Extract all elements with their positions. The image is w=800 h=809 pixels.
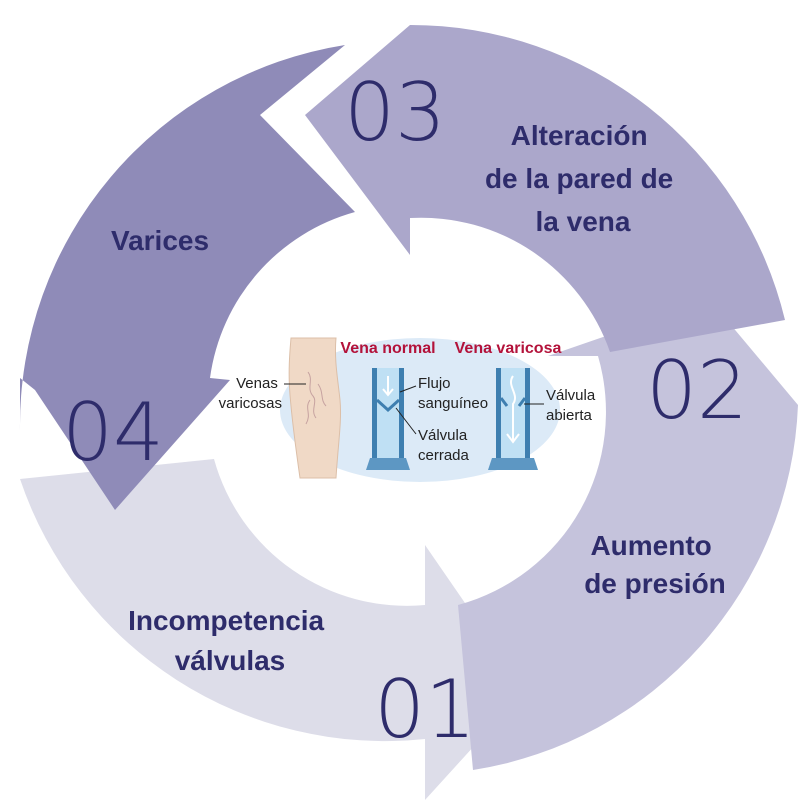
step-number-04: 04 [62, 386, 164, 479]
title-varicose-vein: Vena varicosa [455, 340, 562, 357]
closed-valve-line-2: cerrada [418, 447, 470, 464]
normal-vein-image [366, 368, 410, 470]
blood-flow-line-1: Flujo [418, 375, 451, 392]
step-label-04: Varices [111, 225, 209, 256]
step-number-01: 01 [374, 663, 476, 756]
varicose-vein-lines [305, 371, 327, 425]
leg-image [288, 337, 342, 479]
cycle-segment-01 [20, 459, 525, 800]
step-number-02: 02 [646, 344, 748, 437]
step-label-01-line-1: Incompetencia [128, 605, 324, 636]
illustration-background [280, 338, 560, 482]
illustration-label-closed-valve: Válvula cerrada [418, 427, 471, 464]
step-label-03-line-2: de la pared de [485, 163, 673, 194]
varicose-veins-line-1: Venas [236, 375, 278, 392]
cycle-segment-03 [305, 24, 785, 353]
step-label-02-line-1: Aumento [590, 530, 711, 561]
step-label-01-line-2: válvulas [175, 645, 286, 676]
blood-flow-line-2: sanguíneo [418, 395, 488, 412]
illustration-label-varicose-veins: Venas varicosas [219, 375, 282, 412]
open-valve-line-2: abierta [546, 407, 593, 424]
cycle-segment-04 [19, 45, 356, 510]
step-label-03-line-1: Alteración [511, 120, 648, 151]
blood-flow-pointer [399, 385, 417, 393]
illustration-label-open-valve: Válvula abierta [546, 387, 599, 424]
center-illustration: Venas varicosas Vena normal Vena varicos… [219, 337, 599, 482]
closed-valve-pointer [395, 407, 417, 435]
step-label-03: Alteración de la pared de la vena [485, 120, 681, 237]
closed-valve-line-1: Válvula [418, 427, 468, 444]
illustration-label-blood-flow: Flujo sanguíneo [418, 375, 488, 412]
step-label-03-line-3: la vena [536, 206, 631, 237]
varicose-vein-image [488, 368, 538, 470]
varicose-veins-line-2: varicosas [219, 395, 282, 412]
cycle-segment-02 [458, 300, 798, 770]
step-label-02-line-2: de presión [584, 568, 726, 599]
open-valve-line-1: Válvula [546, 387, 596, 404]
step-number-03: 03 [344, 66, 446, 159]
title-normal-vein: Vena normal [340, 340, 435, 357]
step-label-02: Aumento de presión [584, 530, 726, 599]
step-label-01: Incompetencia válvulas [128, 605, 332, 676]
